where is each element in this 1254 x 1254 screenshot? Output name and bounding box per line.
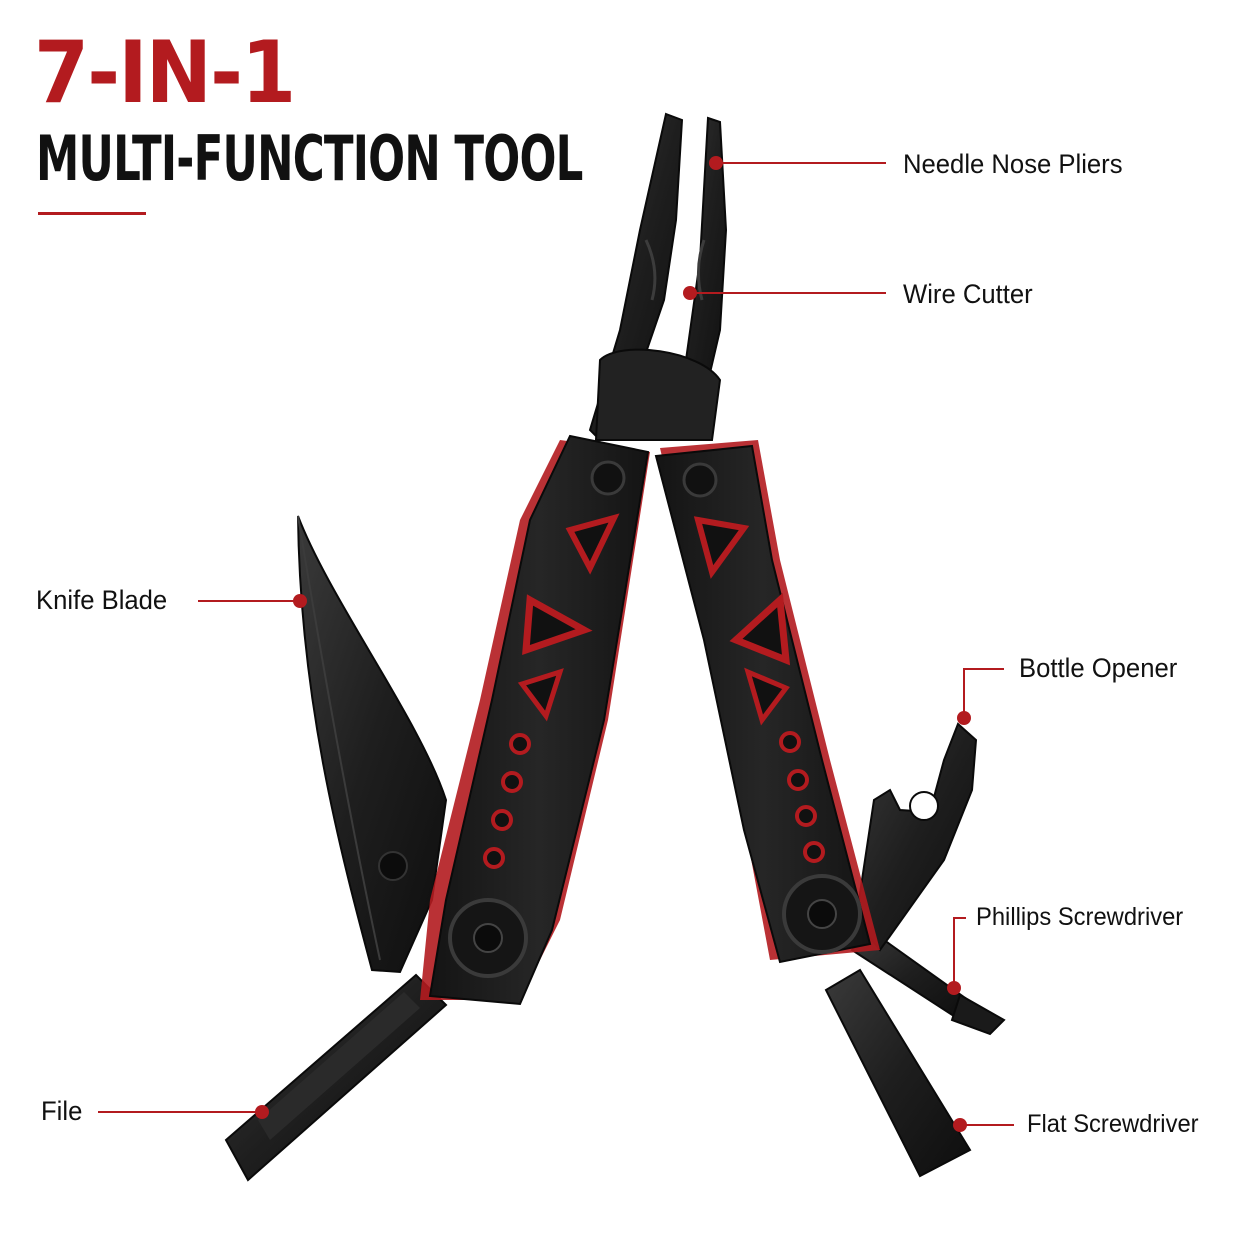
label-file: File xyxy=(41,1096,83,1126)
label-flat-screwdriver: Flat Screwdriver xyxy=(1027,1110,1199,1138)
flat-screwdriver xyxy=(824,968,972,1178)
file-tool xyxy=(224,973,448,1182)
leader-flat xyxy=(953,1118,1014,1132)
leader-bottle-opener xyxy=(957,668,1004,725)
leader-phillips xyxy=(947,917,966,995)
label-needle-nose-pliers: Needle Nose Pliers xyxy=(903,149,1123,179)
right-handle xyxy=(654,440,880,964)
knife-blade xyxy=(297,515,448,974)
label-knife-blade: Knife Blade xyxy=(36,585,168,615)
bottle-opener xyxy=(854,722,978,952)
label-wire-cutter: Wire Cutter xyxy=(903,279,1033,309)
leader-knife-blade xyxy=(198,594,307,608)
label-bottle-opener: Bottle Opener xyxy=(1019,653,1178,683)
leader-file xyxy=(98,1105,269,1119)
headline-subtitle: MULTI-FUNCTION TOOL xyxy=(36,122,583,195)
left-handle xyxy=(420,434,650,1006)
headline-title: 7-IN-1 xyxy=(34,23,296,123)
label-phillips-screwdriver: Phillips Screwdriver xyxy=(976,903,1184,931)
phillips-screwdriver xyxy=(850,928,1006,1036)
leader-wire-cutter xyxy=(683,286,886,300)
plier-jaws xyxy=(588,112,728,442)
headline-underline xyxy=(38,212,146,215)
leader-needle-nose xyxy=(709,156,886,170)
